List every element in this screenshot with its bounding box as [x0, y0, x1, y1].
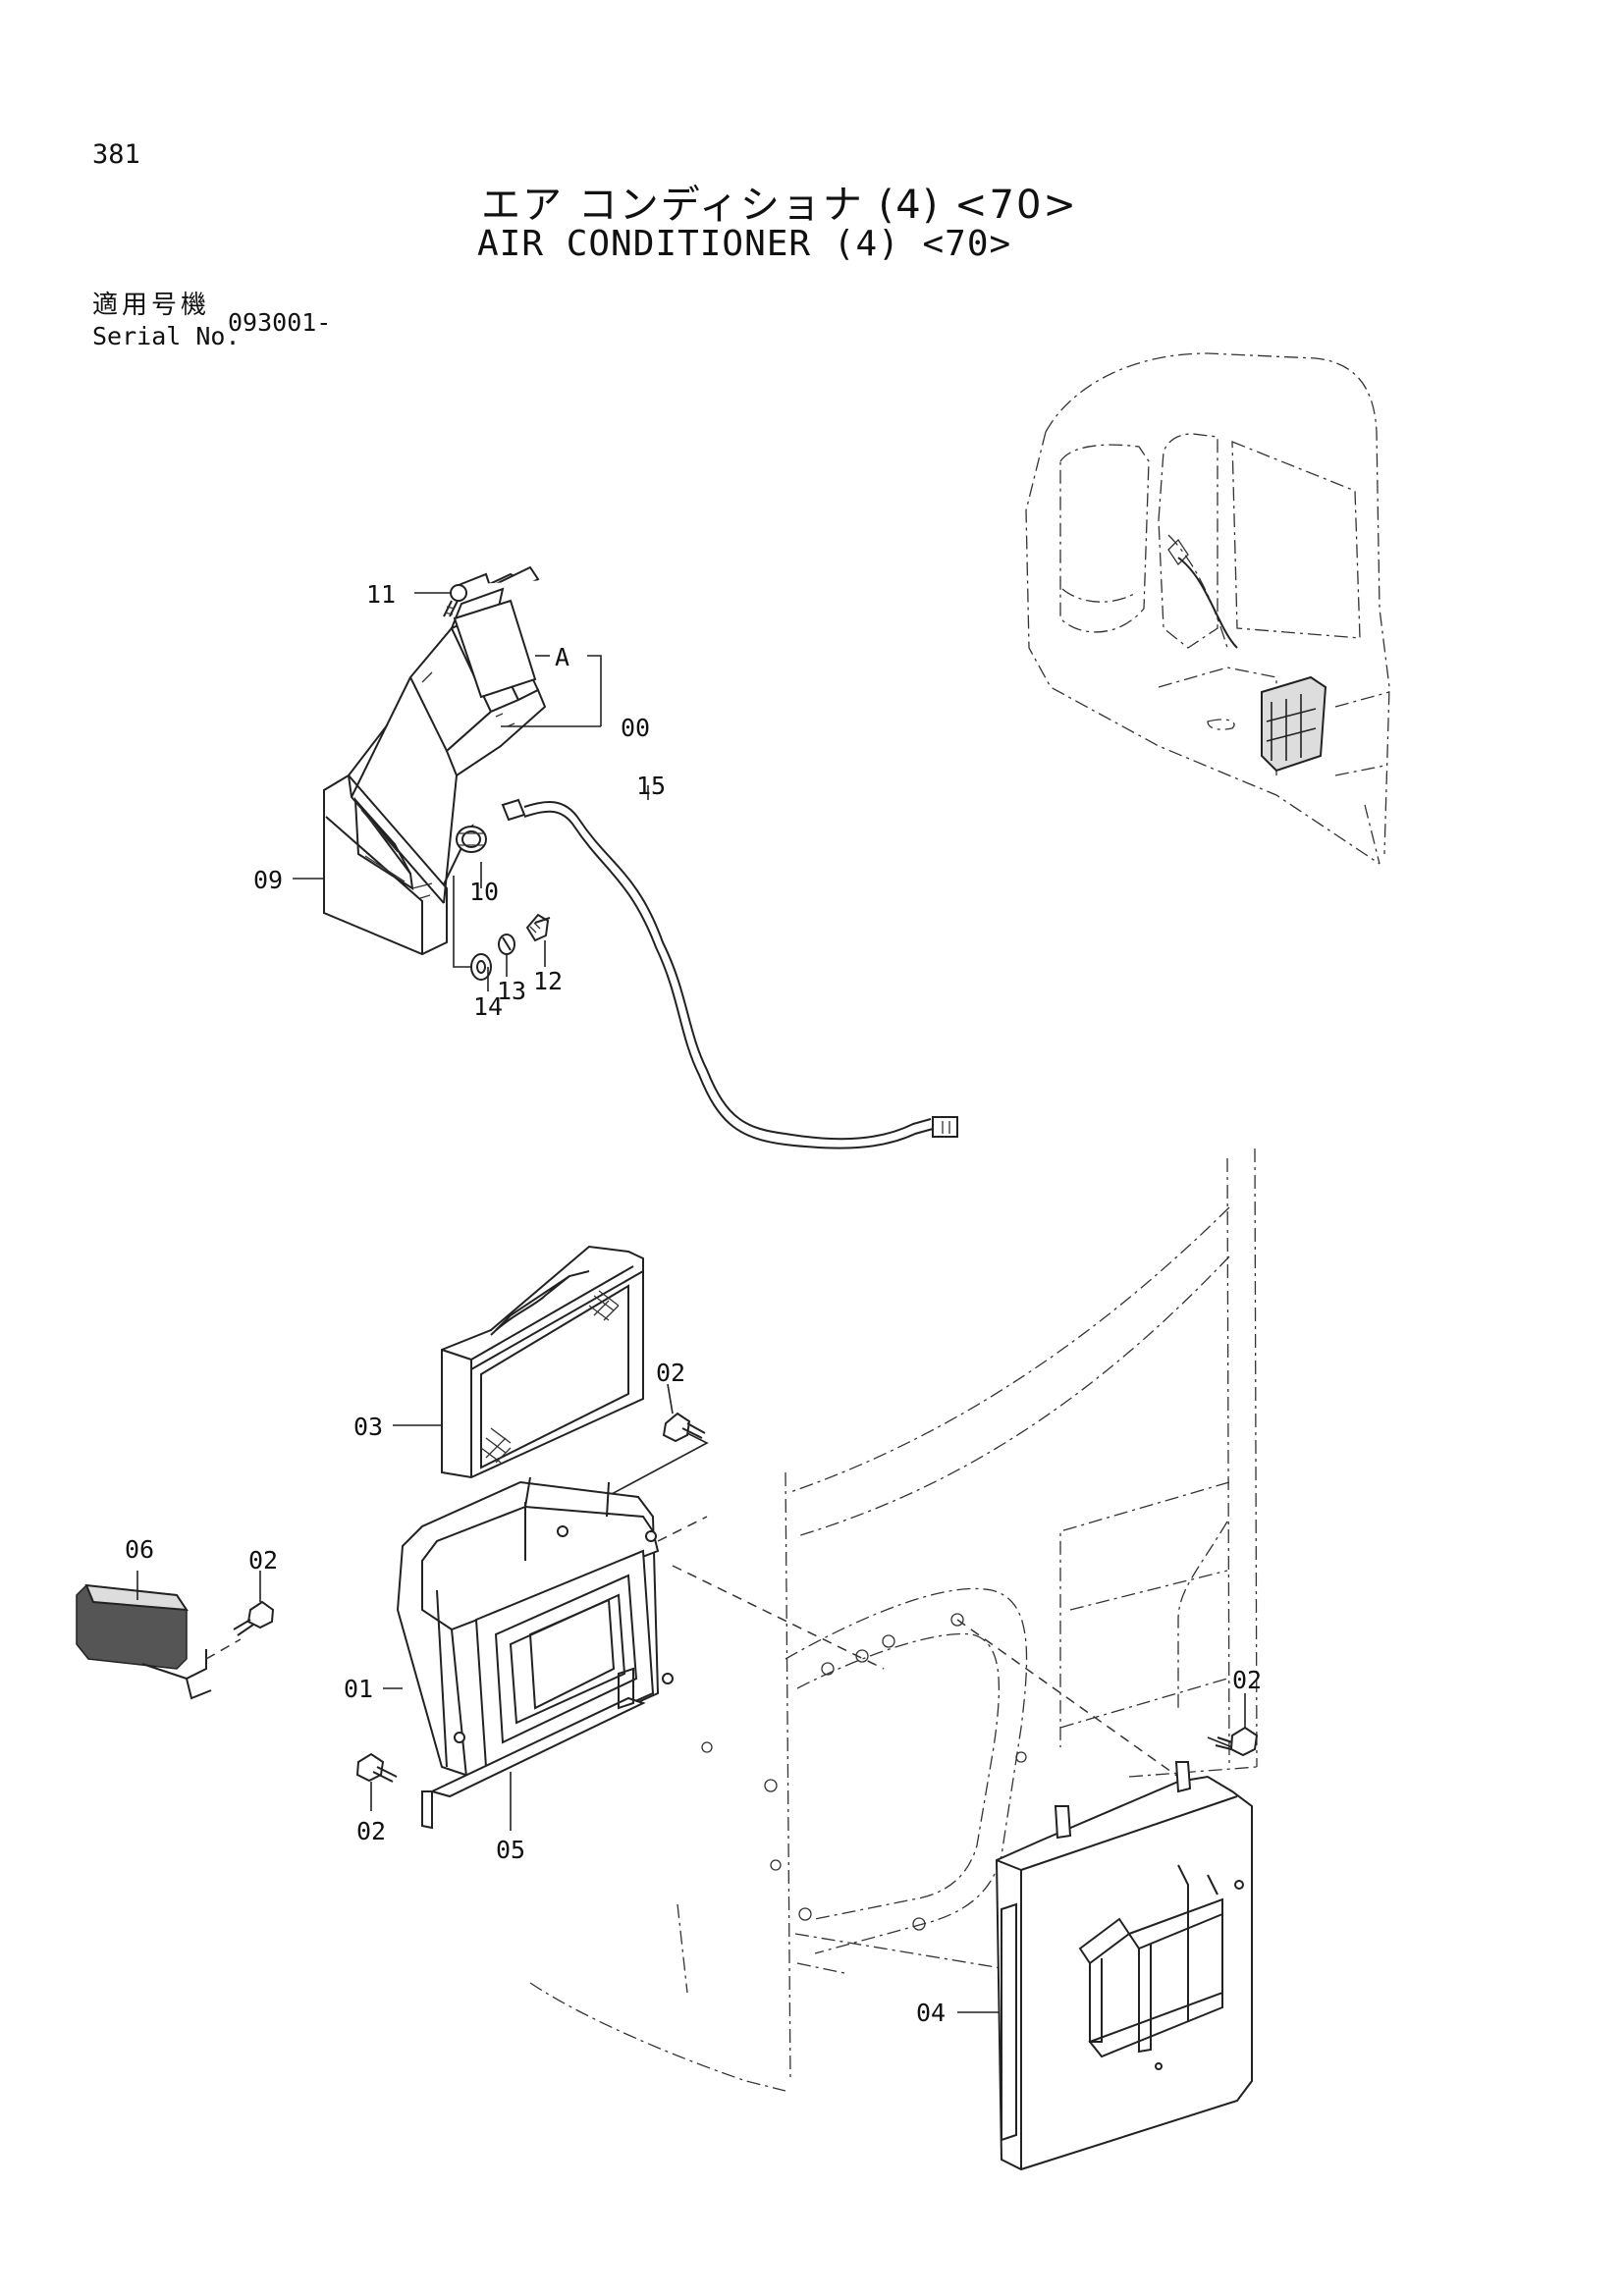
part-02-bolt-d — [1215, 1693, 1259, 1757]
part-13-spring-washer — [498, 934, 515, 955]
callout-10: 10 — [469, 878, 500, 906]
callout-03: 03 — [353, 1413, 384, 1441]
title-english: AIR CONDITIONER (4) <70> — [477, 224, 1012, 264]
page-number: 381 — [92, 139, 140, 170]
callout-04: 04 — [916, 1999, 947, 2027]
fastener-leader — [453, 876, 471, 968]
filter-mesh-top — [588, 1290, 620, 1321]
filter-mesh-bottom — [480, 1427, 512, 1464]
title-japanese: エア コンディショナ (4) <70> — [481, 183, 1078, 228]
cab-overview-illustration — [1025, 352, 1390, 865]
part-03-filter — [441, 1245, 644, 1479]
part-a-sticker — [453, 599, 537, 699]
part-06-block — [76, 1571, 242, 1700]
callout-a: A — [555, 643, 570, 671]
callout-00: 00 — [621, 714, 651, 742]
callout-01: 01 — [344, 1675, 374, 1703]
part-12-bolt — [525, 913, 551, 942]
part-09-cover-front — [323, 676, 458, 956]
callout-12: 12 — [533, 967, 564, 995]
callout-13: 13 — [497, 977, 527, 1005]
callout-02-top: 02 — [656, 1359, 686, 1387]
part-10-grommet — [456, 826, 487, 853]
callout-06: 06 — [125, 1535, 155, 1564]
alignment-lines — [568, 1432, 1233, 1778]
callout-leaders — [293, 592, 1000, 2013]
callout-14: 14 — [473, 992, 504, 1021]
part-04-cover — [995, 1761, 1253, 2171]
callout-11: 11 — [366, 580, 397, 609]
callout-05: 05 — [496, 1836, 526, 1864]
serial-label-japanese: 適用号機 — [92, 291, 211, 320]
callout-02-left: 02 — [248, 1546, 279, 1575]
serial-number-range: 093001- — [228, 308, 332, 337]
cab-unit-highlight — [1261, 675, 1327, 773]
cab-rear-panel — [529, 1148, 1258, 2092]
serial-label-english: Serial No. — [92, 322, 241, 350]
part-02-bolt-b — [233, 1571, 275, 1636]
part-05-bracket — [421, 1667, 646, 1831]
part-02-bolt-a — [662, 1383, 706, 1443]
part-14-washer — [470, 953, 492, 981]
part-15-harness — [501, 798, 958, 1149]
callout-02-bottom: 02 — [356, 1817, 387, 1845]
callout-09: 09 — [253, 866, 284, 894]
part-02-bolt-c — [355, 1752, 398, 1783]
part-01-housing — [396, 1476, 674, 1779]
callout-15: 15 — [636, 772, 667, 800]
callout-02-right: 02 — [1232, 1666, 1263, 1694]
